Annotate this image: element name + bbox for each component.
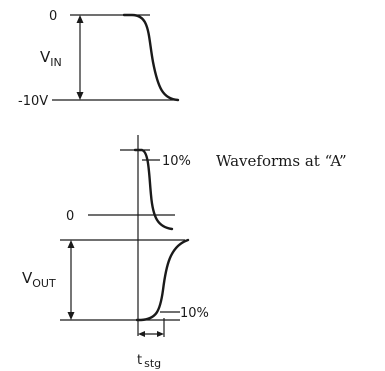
vout-zero-label: 0 xyxy=(66,209,74,224)
waveforms-caption: Waveforms at “A” xyxy=(216,152,347,170)
vin-arrow-up xyxy=(76,15,84,23)
vout-rising-edge xyxy=(135,238,190,322)
vout-falling-edge xyxy=(133,148,174,231)
vin-zero-label: 0 xyxy=(49,9,57,24)
tstg-arrow-left xyxy=(138,331,145,337)
vin-arrow-down xyxy=(76,92,84,100)
vout-label: VOUT xyxy=(22,269,56,290)
vin-falling-edge xyxy=(122,13,180,102)
vin-neg-label: -10V xyxy=(18,94,48,109)
tstg-arrow-right xyxy=(157,331,164,337)
vin-label: VIN xyxy=(40,48,62,69)
vout-arrow-up xyxy=(67,240,75,248)
vout-arrow-down xyxy=(67,312,75,320)
input-waveform: 0 -10V VIN xyxy=(18,9,180,109)
ten-percent-bottom-label: 10% xyxy=(180,306,209,321)
ten-percent-top-label: 10% xyxy=(162,154,191,169)
